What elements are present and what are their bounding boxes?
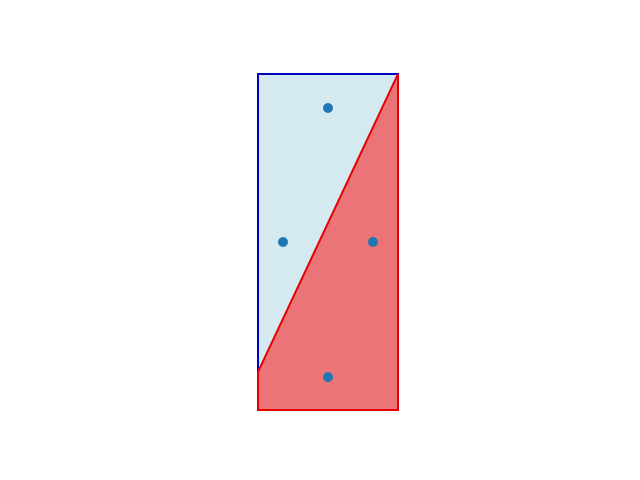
- point-left: [278, 237, 288, 247]
- point-bottom: [323, 372, 333, 382]
- point-top: [323, 103, 333, 113]
- point-right: [368, 237, 378, 247]
- red-triangle: [257, 73, 399, 411]
